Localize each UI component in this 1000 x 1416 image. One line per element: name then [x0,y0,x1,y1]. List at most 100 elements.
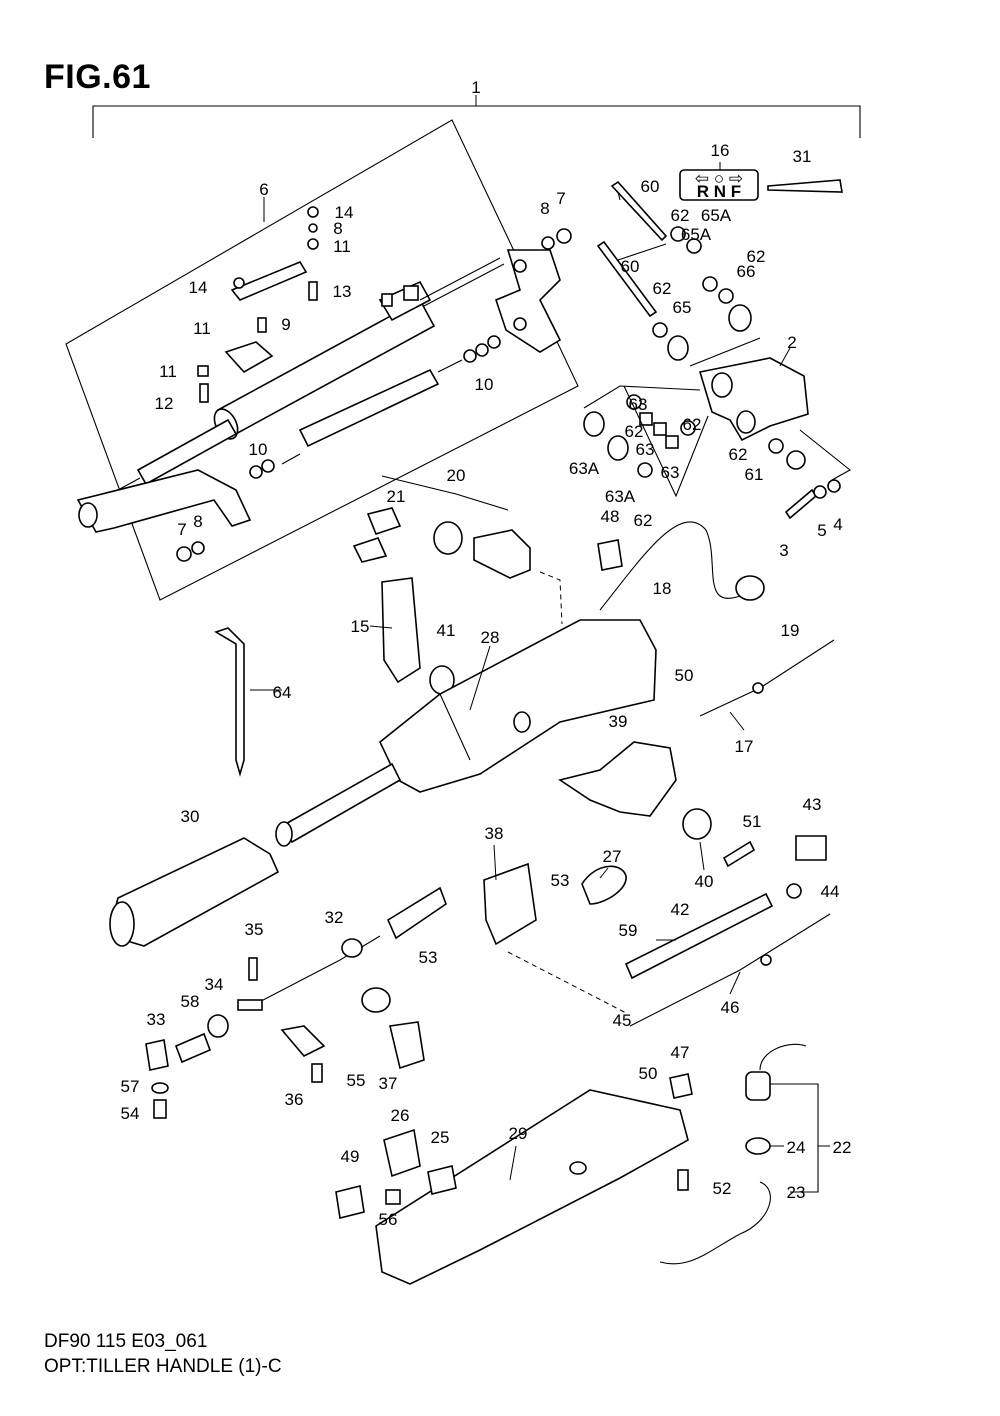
callout-52: 52 [713,1179,732,1198]
callout-62b: 62 [653,279,672,298]
callout-12: 12 [155,394,174,413]
callout-65Aa: 65A [701,206,732,225]
callout-44: 44 [821,882,840,901]
callout-28: 28 [481,628,500,647]
callout-39: 39 [609,712,628,731]
assembly-bracket [92,95,861,138]
callout-18: 18 [653,579,672,598]
callout-41: 41 [437,621,456,640]
callout-54: 54 [121,1104,140,1123]
tiller-handle-body [379,619,657,793]
callout-49: 49 [341,1147,360,1166]
callout-25: 25 [431,1128,450,1147]
callout-29: 29 [509,1124,528,1143]
leader-lines [250,162,791,1181]
callout-14a: 14 [335,203,354,222]
callout-33: 33 [147,1010,166,1029]
callout-2: 2 [787,333,796,352]
bottom-cover-29 [375,1089,689,1285]
bracket-38 [483,862,537,946]
callout-31: 31 [793,147,812,166]
callout-65Ab: 65A [681,225,712,244]
callout-19: 19 [781,621,800,640]
callout-4: 4 [833,515,842,534]
tape-strip-31 [767,179,843,193]
callout-36: 36 [285,1090,304,1109]
callout-40: 40 [695,872,714,891]
callout-26: 26 [391,1106,410,1125]
callout-62e: 62 [683,415,702,434]
diagram-caption: OPT:TILLER HANDLE (1)-C [44,1356,282,1377]
callout-23: 23 [787,1183,806,1202]
callout-53b: 53 [419,948,438,967]
callout-9: 9 [281,315,290,334]
steering-bracket-group [583,180,851,520]
callout-30: 30 [181,807,200,826]
callout-8c: 8 [193,512,202,531]
callout-34: 34 [205,975,224,994]
shift-indicator-decal: ⇦ ○ ⇨ R N F [679,169,759,201]
callout-46: 46 [721,998,740,1017]
callout-32: 32 [325,908,344,927]
svg-text:R N F: R N F [697,182,741,201]
callout-11c: 11 [159,362,177,381]
callout-3: 3 [779,541,788,560]
throttle-lever-15 [381,577,421,684]
link-rod-32 [243,935,381,1011]
callout-55: 55 [347,1071,366,1090]
callout-62g: 62 [634,511,653,530]
callout-22: 22 [833,1138,852,1157]
callout-24: 24 [787,1138,806,1157]
callout-62f: 62 [729,445,748,464]
callout-43: 43 [803,795,822,814]
callout-7a: 7 [556,189,565,208]
callout-63c: 63 [661,463,680,482]
callout-51: 51 [743,812,762,831]
link-plate-42 [624,892,774,980]
callout-60a: 60 [641,177,660,196]
callout-63a: 63 [629,395,648,414]
callout-8a: 8 [540,199,549,218]
callout-53a: 53 [551,871,570,890]
callout-38: 38 [485,824,504,843]
svg-text:⇦ ○ ⇨: ⇦ ○ ⇨ [695,169,743,188]
callout-62a: 62 [671,206,690,225]
callout-11b: 11 [193,319,211,338]
callout-15: 15 [351,617,370,636]
callout-63b: 63 [636,440,655,459]
callout-59: 59 [619,921,638,940]
tiller-shaft-assembly [76,206,572,562]
callout-63Ab: 63A [605,487,636,506]
callout-37: 37 [379,1074,398,1093]
callout-6: 6 [259,180,268,199]
key-switch-group [352,475,623,625]
callout-57: 57 [121,1077,140,1096]
shift-cable-46 [629,913,831,1027]
callout-11a: 11 [333,237,351,256]
callout-5: 5 [817,521,826,540]
callout-50a: 50 [675,666,694,685]
callout-27: 27 [603,847,622,866]
callout-47: 47 [671,1043,690,1062]
callout-62c: 62 [747,247,766,266]
callout-56: 56 [379,1210,398,1229]
callout-1: 1 [471,78,480,97]
callout-50b: 50 [639,1064,658,1083]
callout-42: 42 [671,900,690,919]
knob-27 [581,865,627,905]
callout-63Aa: 63A [569,459,600,478]
kill-switch-cord [759,1043,807,1071]
shift-rod-64 [214,627,245,777]
callout-8b: 8 [333,219,342,238]
callout-61: 61 [745,465,764,484]
figure-title: FIG.61 [44,58,151,96]
callout-65: 65 [673,298,692,317]
callout-7b: 7 [177,520,186,539]
callout-66: 66 [737,262,756,281]
callout-17: 17 [735,737,754,756]
callout-62d: 62 [625,422,644,441]
callout-10b: 10 [249,440,268,459]
throttle-gear-unit [558,741,677,817]
callout-20: 20 [447,466,466,485]
